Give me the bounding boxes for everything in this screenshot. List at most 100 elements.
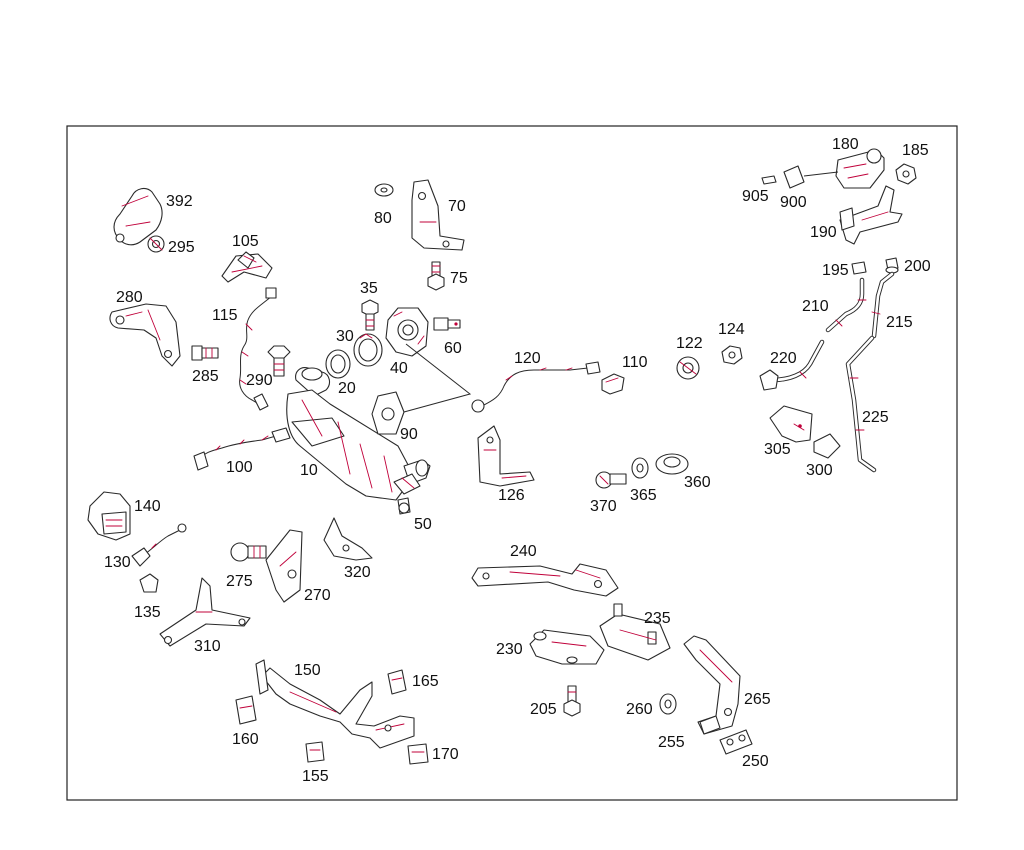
- part-70-bracket[interactable]: [411, 179, 465, 251]
- part-50-fastener[interactable]: [393, 473, 421, 515]
- part-130-sensor[interactable]: [131, 523, 187, 567]
- part-140-sensor-housing[interactable]: [87, 491, 131, 541]
- part-90-gasket[interactable]: [371, 391, 405, 435]
- label-165: 165: [412, 673, 439, 690]
- part-230-plate[interactable]: [529, 629, 605, 665]
- part-305-holder[interactable]: [769, 405, 813, 443]
- label-230: 230: [496, 641, 523, 658]
- part-210-pipe[interactable]: [825, 277, 867, 333]
- label-205: 205: [530, 701, 557, 718]
- part-160-clip[interactable]: [235, 695, 257, 725]
- label-115: 115: [212, 307, 238, 324]
- part-60-bolt[interactable]: [433, 317, 461, 331]
- label-360: 360: [684, 474, 711, 491]
- part-320-bracket[interactable]: [323, 517, 373, 561]
- part-40-flange-housing[interactable]: [385, 307, 429, 357]
- part-255-pad[interactable]: [699, 715, 721, 735]
- part-280-bracket[interactable]: [109, 303, 181, 367]
- part-290-bolt[interactable]: [267, 345, 291, 377]
- part-275-bolt[interactable]: [230, 542, 267, 562]
- part-905-nipple[interactable]: [761, 175, 777, 185]
- label-135: 135: [134, 604, 161, 621]
- label-160: 160: [232, 731, 259, 748]
- part-205-bolt[interactable]: [563, 685, 581, 717]
- part-115-sensor-line[interactable]: [239, 287, 277, 411]
- label-140: 140: [134, 498, 161, 515]
- label-75: 75: [450, 270, 468, 287]
- part-265-bracket[interactable]: [683, 635, 741, 735]
- label-285: 285: [192, 368, 219, 385]
- part-105-bracket[interactable]: [221, 251, 273, 283]
- part-310-bracket[interactable]: [159, 577, 251, 647]
- part-135-clip[interactable]: [139, 573, 159, 593]
- part-360-cap[interactable]: [655, 453, 689, 475]
- part-225-pipe[interactable]: [845, 335, 877, 473]
- part-20-gasket[interactable]: [325, 349, 351, 379]
- part-75-bolt[interactable]: [427, 261, 445, 291]
- label-190: 190: [810, 224, 837, 241]
- label-255: 255: [658, 734, 685, 751]
- label-310: 310: [194, 638, 221, 655]
- label-900: 900: [780, 194, 807, 211]
- label-320: 320: [344, 564, 371, 581]
- part-365-washer[interactable]: [631, 457, 649, 479]
- part-124-nut[interactable]: [721, 345, 743, 365]
- label-280: 280: [116, 289, 143, 306]
- part-40-90-leader-lines: [403, 343, 472, 413]
- label-124: 124: [718, 321, 745, 338]
- part-295-nut[interactable]: [147, 235, 165, 253]
- label-250: 250: [742, 753, 769, 770]
- part-165-clip[interactable]: [387, 669, 407, 695]
- part-215-pipe[interactable]: [871, 271, 895, 339]
- label-170: 170: [432, 746, 459, 763]
- part-300-clip[interactable]: [813, 433, 841, 459]
- part-155-clip[interactable]: [305, 741, 325, 763]
- label-100: 100: [226, 459, 253, 476]
- label-220: 220: [770, 350, 797, 367]
- label-225: 225: [862, 409, 889, 426]
- label-195: 195: [822, 262, 849, 279]
- part-110-connector[interactable]: [601, 373, 625, 395]
- label-200: 200: [904, 258, 931, 275]
- part-185-nut[interactable]: [895, 163, 917, 185]
- part-200-fitting[interactable]: [885, 257, 899, 274]
- callout-labels: 392 295 105 280 115 285 290 100 10 80 70…: [104, 136, 931, 785]
- label-300: 300: [806, 462, 833, 479]
- part-260-washer[interactable]: [659, 693, 677, 715]
- label-270: 270: [304, 587, 331, 604]
- part-126-bracket[interactable]: [477, 425, 535, 487]
- part-250-damper[interactable]: [719, 729, 753, 755]
- part-122-grommet[interactable]: [676, 356, 700, 380]
- part-100-sensor-line[interactable]: [193, 427, 291, 471]
- label-120: 120: [514, 350, 541, 367]
- part-190-bracket[interactable]: [839, 185, 903, 245]
- part-180-pressure-sensor[interactable]: [835, 148, 885, 189]
- part-900-hose[interactable]: [783, 165, 839, 189]
- part-220-hose[interactable]: [759, 339, 825, 391]
- part-240-bracket[interactable]: [471, 563, 619, 597]
- part-150-bracket[interactable]: [255, 659, 415, 749]
- label-215: 215: [886, 314, 913, 331]
- label-105: 105: [232, 233, 259, 250]
- label-130: 130: [104, 554, 131, 571]
- part-120-sensor-line[interactable]: [471, 361, 601, 413]
- part-392-bracket[interactable]: [113, 187, 163, 246]
- label-240: 240: [510, 543, 537, 560]
- label-155: 155: [302, 768, 329, 785]
- part-285-bolt[interactable]: [191, 345, 219, 361]
- label-265: 265: [744, 691, 771, 708]
- part-195-fitting[interactable]: [851, 261, 867, 275]
- part-270-bracket[interactable]: [265, 529, 303, 603]
- part-170-clip[interactable]: [407, 743, 429, 765]
- label-365: 365: [630, 487, 657, 504]
- label-275: 275: [226, 573, 253, 590]
- part-10-exhaust-filter[interactable]: [286, 367, 431, 501]
- part-235-plate[interactable]: [599, 603, 671, 661]
- part-80-washer[interactable]: [374, 183, 394, 197]
- label-110: 110: [622, 354, 648, 371]
- label-35: 35: [360, 280, 378, 297]
- part-30-clamp[interactable]: [353, 333, 383, 367]
- part-370-bolt[interactable]: [595, 471, 627, 489]
- label-290: 290: [246, 372, 273, 389]
- part-35-bolt[interactable]: [361, 299, 379, 331]
